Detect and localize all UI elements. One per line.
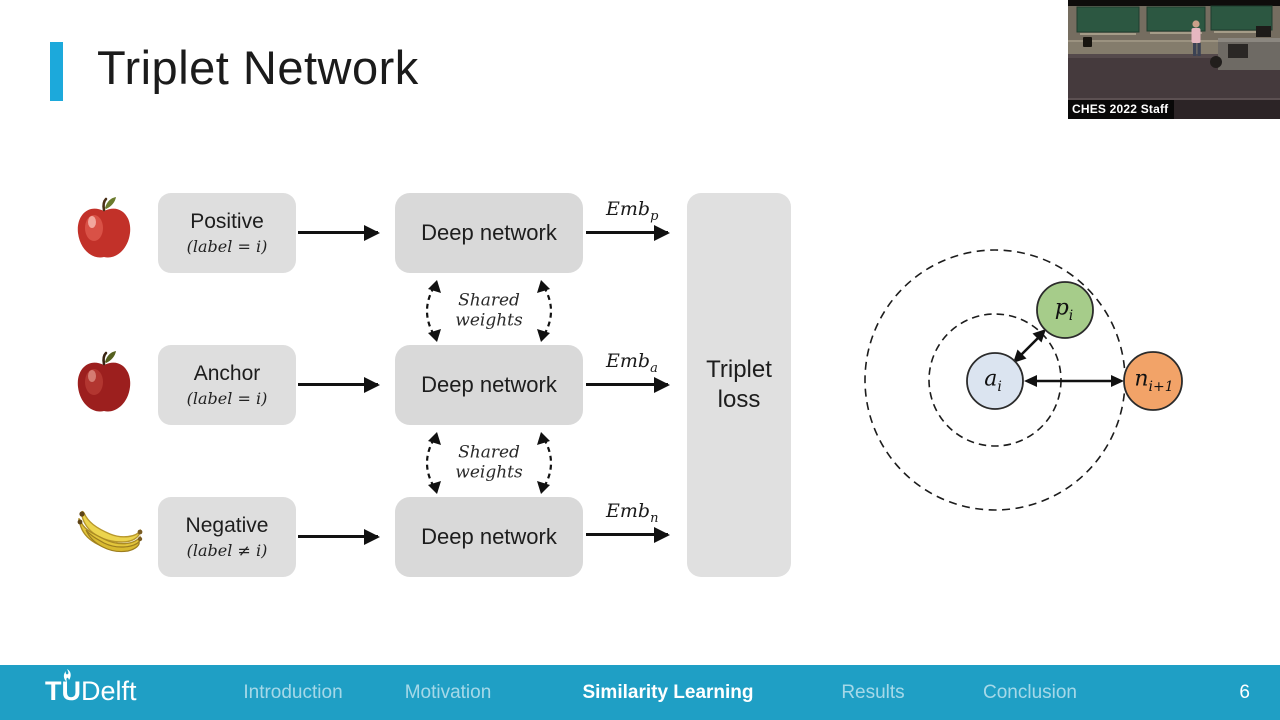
node-base: n (1134, 366, 1149, 392)
emb-sub: p (650, 208, 659, 224)
shared-weights-line2: weights (455, 462, 523, 482)
deep-network-box-3: Deep network (395, 497, 583, 577)
bananas-negative-image (77, 510, 143, 553)
input-box-negative: Negative (label ≠ i) (158, 497, 296, 577)
nav-item-similarity-learning[interactable]: Similarity Learning (582, 681, 754, 703)
title-accent-bar (50, 42, 63, 101)
shared-weights-group-2: Shared weights (418, 428, 560, 498)
nav-item-conclusion[interactable]: Conclusion (983, 681, 1077, 703)
arrow-negative-to-network (298, 535, 378, 538)
apple-positive-image (77, 197, 131, 258)
input-label: Negative (185, 514, 269, 537)
deep-network-box-2: Deep network (395, 345, 583, 425)
emb-base: Emb (606, 198, 651, 220)
embedding-space-diagram: ai pi ni+1 (855, 240, 1200, 530)
shared-weights-label: Shared weights (455, 291, 522, 330)
apple-anchor-image (77, 351, 131, 412)
deep-network-label: Deep network (421, 372, 557, 397)
anchor-node (966, 352, 1024, 410)
embedding-label-a: Emba (606, 350, 658, 376)
node-sub: i (997, 378, 1002, 395)
node-base: p (1054, 295, 1069, 321)
page-number: 6 (1239, 681, 1250, 703)
emb-base: Emb (606, 500, 651, 522)
shared-weights-arrows (425, 432, 553, 494)
arrow-anchor-to-network (298, 383, 378, 386)
embedding-label-p: Embp (606, 198, 658, 224)
input-sublabel: (label ≠ i) (186, 541, 268, 560)
shared-weights-line2: weights (455, 310, 523, 330)
tudelft-logo: TUDelft (45, 669, 137, 707)
node-sub: i+1 (1148, 378, 1174, 395)
input-box-positive: Positive (label = i) (158, 193, 296, 273)
arrow-embn-to-loss (586, 533, 668, 536)
input-sublabel: (label = i) (186, 237, 268, 256)
node-sub: i (1068, 307, 1074, 324)
nav-item-introduction[interactable]: Introduction (243, 681, 343, 703)
positive-node (1036, 281, 1094, 339)
logo-tu-text: TU (45, 676, 81, 706)
emb-sub: a (650, 360, 658, 376)
shared-weights-line1: Shared (458, 290, 520, 311)
arrow-embp-to-loss (586, 231, 668, 234)
negative-node-label: ni+1 (1134, 366, 1173, 394)
arrow-positive-to-network (298, 231, 378, 234)
negative-node (1123, 351, 1183, 411)
input-box-anchor: Anchor (label = i) (158, 345, 296, 425)
embedding-space-svg (864, 249, 1183, 511)
arrow-emba-to-loss (586, 383, 668, 386)
embedding-label-n: Embn (606, 500, 658, 526)
positive-node-label: pi (1055, 295, 1074, 323)
video-caption: CHES 2022 Staff (1068, 100, 1175, 119)
shared-weights-line1: Shared (458, 442, 520, 463)
input-sublabel: (label = i) (186, 389, 268, 408)
anchor-node-label: ai (984, 366, 1002, 394)
deep-network-label: Deep network (421, 524, 557, 549)
footer-bar: TUDelft Introduction Motivation Similari… (0, 665, 1280, 720)
shared-weights-arrows (425, 280, 553, 342)
shared-weights-group-1: Shared weights (418, 276, 560, 346)
node-base: a (984, 366, 998, 392)
emb-base: Emb (606, 350, 651, 372)
nav-item-motivation[interactable]: Motivation (404, 681, 492, 703)
shared-weights-label: Shared weights (455, 443, 522, 482)
logo-delft-text: Delft (81, 676, 137, 706)
triplet-loss-box: Triplet loss (687, 193, 791, 577)
deep-network-box-1: Deep network (395, 193, 583, 273)
emb-sub: n (650, 510, 659, 526)
input-label: Positive (190, 210, 264, 233)
page-title: Triplet Network (97, 41, 419, 94)
triplet-loss-label: Triplet loss (706, 356, 772, 413)
input-label: Anchor (193, 362, 261, 385)
deep-network-label: Deep network (421, 220, 557, 245)
tudelft-flame-icon (63, 669, 71, 682)
lecture-video-thumbnail[interactable]: CHES 2022 Staff (1068, 0, 1280, 119)
nav-item-results[interactable]: Results (841, 681, 905, 703)
